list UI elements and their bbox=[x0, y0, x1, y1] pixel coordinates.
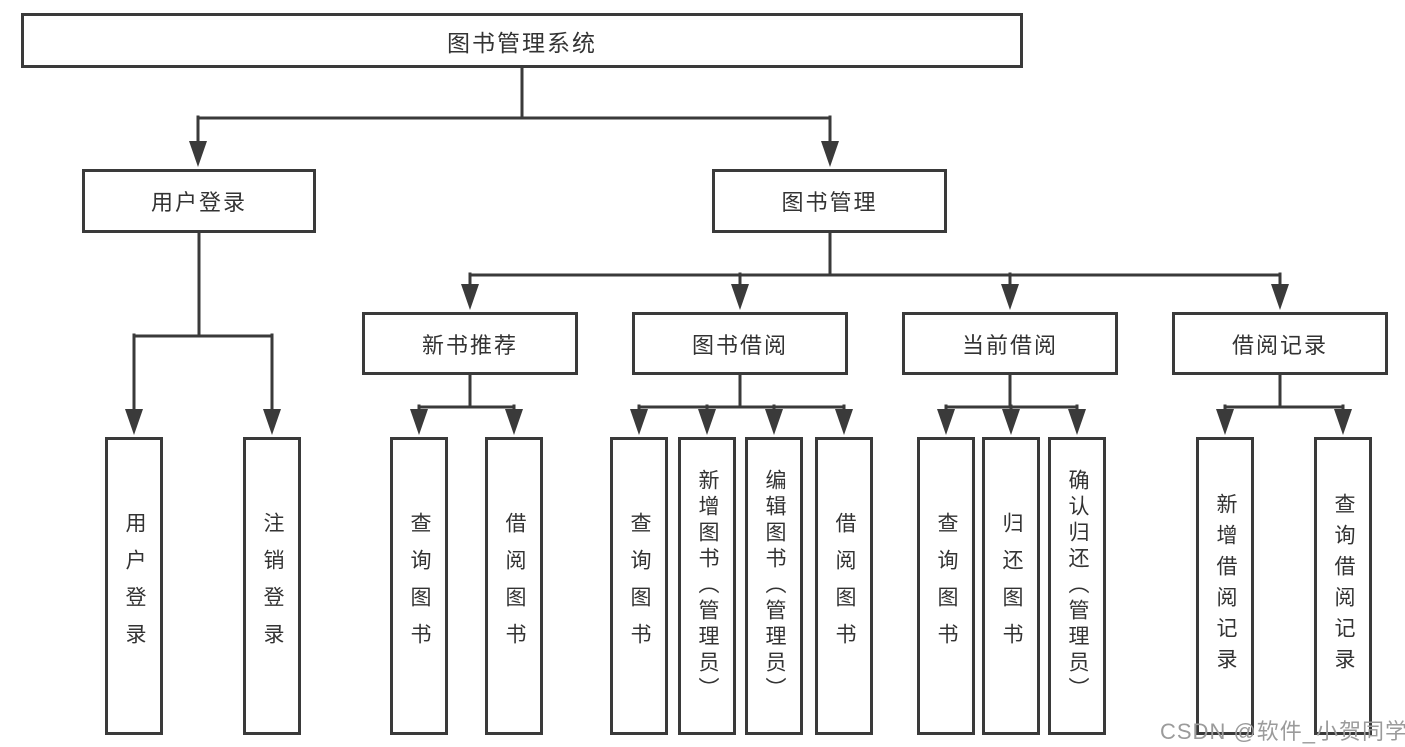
leaf-borrow-book-1-label: 借阅图书 bbox=[503, 512, 526, 660]
leaf-query-book-3-label: 查询图书 bbox=[935, 512, 958, 660]
leaf-borrow-book-1: 借阅图书 bbox=[485, 437, 543, 735]
node-borrowing-records-label: 借阅记录 bbox=[1231, 332, 1328, 358]
leaf-add-book-admin: 新增图书（管理员） bbox=[678, 437, 736, 735]
leaf-borrow-book-2: 借阅图书 bbox=[815, 437, 873, 735]
node-user-login: 用户登录 bbox=[82, 169, 316, 233]
leaf-confirm-return-admin: 确认归还（管理员） bbox=[1048, 437, 1106, 735]
leaf-query-book-1-label: 查询图书 bbox=[408, 512, 431, 660]
csdn-watermark: CSDN @软件_小贺同学 bbox=[1160, 719, 1405, 744]
leaf-query-borrow-record-label: 查询借阅记录 bbox=[1332, 493, 1355, 679]
leaf-return-book: 归还图书 bbox=[982, 437, 1040, 735]
leaf-confirm-return-admin-label: 确认归还（管理员） bbox=[1066, 469, 1089, 703]
node-book-borrowing-label: 图书借阅 bbox=[691, 332, 788, 358]
node-book-management-label: 图书管理 bbox=[781, 190, 878, 215]
leaf-logout-label: 注销登录 bbox=[261, 512, 284, 660]
node-new-book-recommend: 新书推荐 bbox=[362, 312, 578, 375]
leaf-query-book-1: 查询图书 bbox=[390, 437, 448, 735]
connector-lines bbox=[132, 66, 1345, 413]
node-new-book-recommend-label: 新书推荐 bbox=[421, 332, 518, 358]
leaf-add-borrow-record: 新增借阅记录 bbox=[1196, 437, 1254, 735]
leaf-add-borrow-record-label: 新增借阅记录 bbox=[1214, 493, 1237, 679]
leaf-return-book-label: 归还图书 bbox=[1000, 512, 1023, 660]
node-current-borrowing: 当前借阅 bbox=[902, 312, 1118, 375]
leaf-query-book-2-label: 查询图书 bbox=[628, 512, 651, 660]
leaf-logout: 注销登录 bbox=[243, 437, 301, 735]
node-borrowing-records: 借阅记录 bbox=[1172, 312, 1388, 375]
node-book-borrowing: 图书借阅 bbox=[632, 312, 848, 375]
leaf-user-login: 用户登录 bbox=[105, 437, 163, 735]
leaf-add-book-admin-label: 新增图书（管理员） bbox=[696, 469, 719, 703]
leaf-query-borrow-record: 查询借阅记录 bbox=[1314, 437, 1372, 735]
leaf-borrow-book-2-label: 借阅图书 bbox=[833, 512, 856, 660]
node-library-system-label: 图书管理系统 bbox=[447, 29, 597, 56]
node-user-login-label: 用户登录 bbox=[150, 190, 247, 215]
node-book-management: 图书管理 bbox=[712, 169, 947, 233]
arrowhead-icons bbox=[125, 141, 1352, 435]
leaf-edit-book-admin-label: 编辑图书（管理员） bbox=[763, 469, 786, 703]
leaf-query-book-2: 查询图书 bbox=[610, 437, 668, 735]
leaf-query-book-3: 查询图书 bbox=[917, 437, 975, 735]
leaf-user-login-label: 用户登录 bbox=[123, 512, 146, 660]
leaf-edit-book-admin: 编辑图书（管理员） bbox=[745, 437, 803, 735]
node-library-system: 图书管理系统 bbox=[21, 13, 1023, 68]
node-current-borrowing-label: 当前借阅 bbox=[961, 332, 1058, 358]
